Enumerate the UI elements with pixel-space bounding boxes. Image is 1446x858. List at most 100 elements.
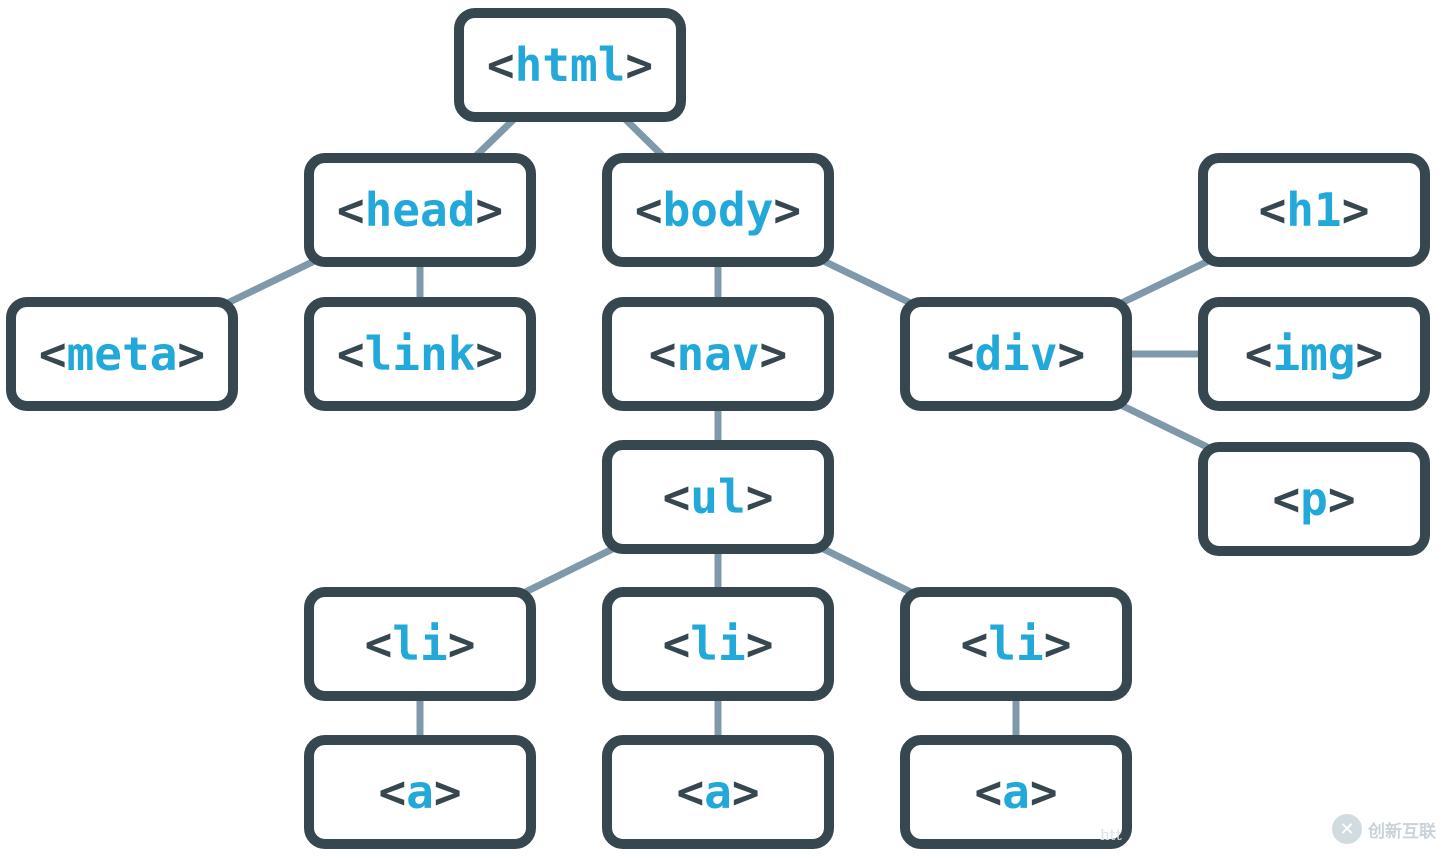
- node-box: [304, 153, 536, 267]
- node-box: [602, 153, 834, 267]
- node-label: <li>: [961, 617, 1072, 671]
- open-bracket: <: [663, 617, 691, 671]
- node-label: <a>: [974, 765, 1057, 819]
- watermark-brand: 创新互联: [1368, 821, 1436, 842]
- tag-name: link: [365, 327, 476, 381]
- open-bracket: <: [378, 765, 406, 819]
- node-box: [602, 297, 834, 411]
- node-head: <head>: [304, 153, 536, 267]
- tag-name: ul: [690, 470, 745, 524]
- close-bracket: >: [475, 183, 503, 237]
- tag-name: head: [365, 183, 476, 237]
- tag-name: h1: [1286, 183, 1341, 237]
- open-bracket: <: [947, 327, 975, 381]
- open-bracket: <: [39, 327, 67, 381]
- node-ul: <ul>: [602, 440, 834, 554]
- node-html: <html>: [454, 8, 686, 122]
- close-bracket: >: [1030, 765, 1058, 819]
- node-meta: <meta>: [6, 297, 238, 411]
- close-bracket: >: [475, 327, 503, 381]
- tag-name: img: [1272, 327, 1355, 381]
- node-box: [602, 735, 834, 849]
- tag-name: html: [515, 38, 626, 92]
- open-bracket: <: [337, 327, 365, 381]
- node-box: [304, 587, 536, 701]
- node-label: <body>: [635, 183, 801, 237]
- node-body: <body>: [602, 153, 834, 267]
- node-box: [304, 735, 536, 849]
- close-bracket: >: [625, 38, 653, 92]
- node-box: [900, 735, 1132, 849]
- open-bracket: <: [1245, 327, 1273, 381]
- tag-name: p: [1300, 472, 1328, 526]
- close-bracket: >: [177, 327, 205, 381]
- open-bracket: <: [337, 183, 365, 237]
- node-label: <h1>: [1259, 183, 1370, 237]
- close-bracket: >: [746, 617, 774, 671]
- node-nav: <nav>: [602, 297, 834, 411]
- node-div: <div>: [900, 297, 1132, 411]
- node-box: [1198, 297, 1430, 411]
- tag-name: li: [392, 617, 447, 671]
- node-label: <link>: [337, 327, 503, 381]
- node-li1: <li>: [304, 587, 536, 701]
- node-li2: <li>: [602, 587, 834, 701]
- node-box: [602, 587, 834, 701]
- node-label: <div>: [947, 327, 1086, 381]
- close-bracket: >: [1328, 472, 1356, 526]
- tag-name: body: [663, 183, 774, 237]
- brand-logo-icon: ✕: [1332, 814, 1362, 844]
- node-a3: <a>: [900, 735, 1132, 849]
- node-img: <img>: [1198, 297, 1430, 411]
- open-bracket: <: [1259, 183, 1287, 237]
- node-label: <meta>: [39, 327, 205, 381]
- close-bracket: >: [1044, 617, 1072, 671]
- node-box: [304, 297, 536, 411]
- open-bracket: <: [1272, 472, 1300, 526]
- close-bracket: >: [746, 470, 774, 524]
- open-bracket: <: [663, 470, 691, 524]
- open-bracket: <: [649, 327, 677, 381]
- tag-name: meta: [67, 327, 178, 381]
- close-bracket: >: [732, 765, 760, 819]
- open-bracket: <: [961, 617, 989, 671]
- close-bracket: >: [434, 765, 462, 819]
- tag-name: nav: [676, 327, 759, 381]
- node-label: <a>: [378, 765, 461, 819]
- open-bracket: <: [676, 765, 704, 819]
- node-li3: <li>: [900, 587, 1132, 701]
- close-bracket: >: [1356, 327, 1384, 381]
- node-box: [6, 297, 238, 411]
- node-label: <li>: [365, 617, 476, 671]
- node-box: [602, 440, 834, 554]
- open-bracket: <: [487, 38, 515, 92]
- node-label: <img>: [1245, 327, 1384, 381]
- node-link: <link>: [304, 297, 536, 411]
- node-a1: <a>: [304, 735, 536, 849]
- tag-name: div: [974, 327, 1057, 381]
- node-h1: <h1>: [1198, 153, 1430, 267]
- watermark: ✕ 创新互联: [1332, 814, 1436, 844]
- close-bracket: >: [1058, 327, 1086, 381]
- node-box: [1198, 442, 1430, 556]
- watermark-url: htt: [1100, 826, 1122, 844]
- open-bracket: <: [974, 765, 1002, 819]
- node-label: <li>: [663, 617, 774, 671]
- node-box: [900, 297, 1132, 411]
- node-a2: <a>: [602, 735, 834, 849]
- tag-name: a: [406, 765, 434, 819]
- open-bracket: <: [365, 617, 393, 671]
- close-bracket: >: [760, 327, 788, 381]
- close-bracket: >: [773, 183, 801, 237]
- nodes-layer: <html><head><body><meta><link><nav><div>…: [6, 8, 1430, 849]
- node-box: [900, 587, 1132, 701]
- tag-name: a: [704, 765, 732, 819]
- tag-name: li: [988, 617, 1043, 671]
- close-bracket: >: [448, 617, 476, 671]
- node-label: <head>: [337, 183, 503, 237]
- node-box: [1198, 153, 1430, 267]
- tag-name: li: [690, 617, 745, 671]
- node-label: <a>: [676, 765, 759, 819]
- open-bracket: <: [635, 183, 663, 237]
